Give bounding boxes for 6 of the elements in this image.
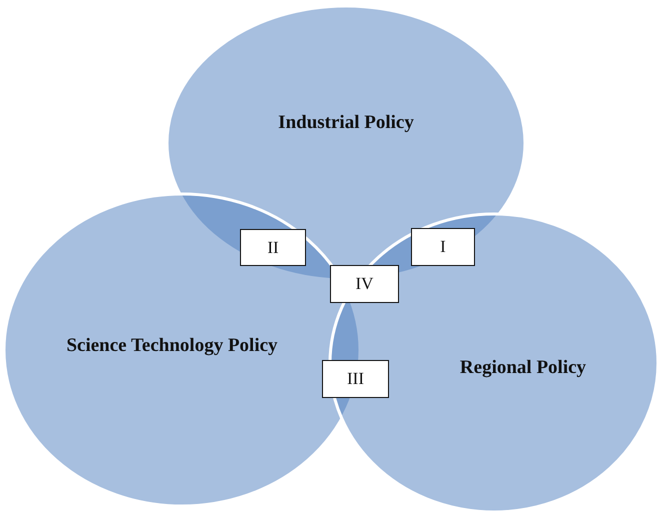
circle-label: Science Technology Policy	[65, 335, 279, 357]
circle-label: Regional Policy	[458, 357, 588, 379]
circle-label: Industrial Policy	[277, 112, 415, 134]
region-label: II	[240, 229, 306, 266]
region-label: I	[411, 228, 475, 266]
region-label: III	[322, 360, 389, 398]
